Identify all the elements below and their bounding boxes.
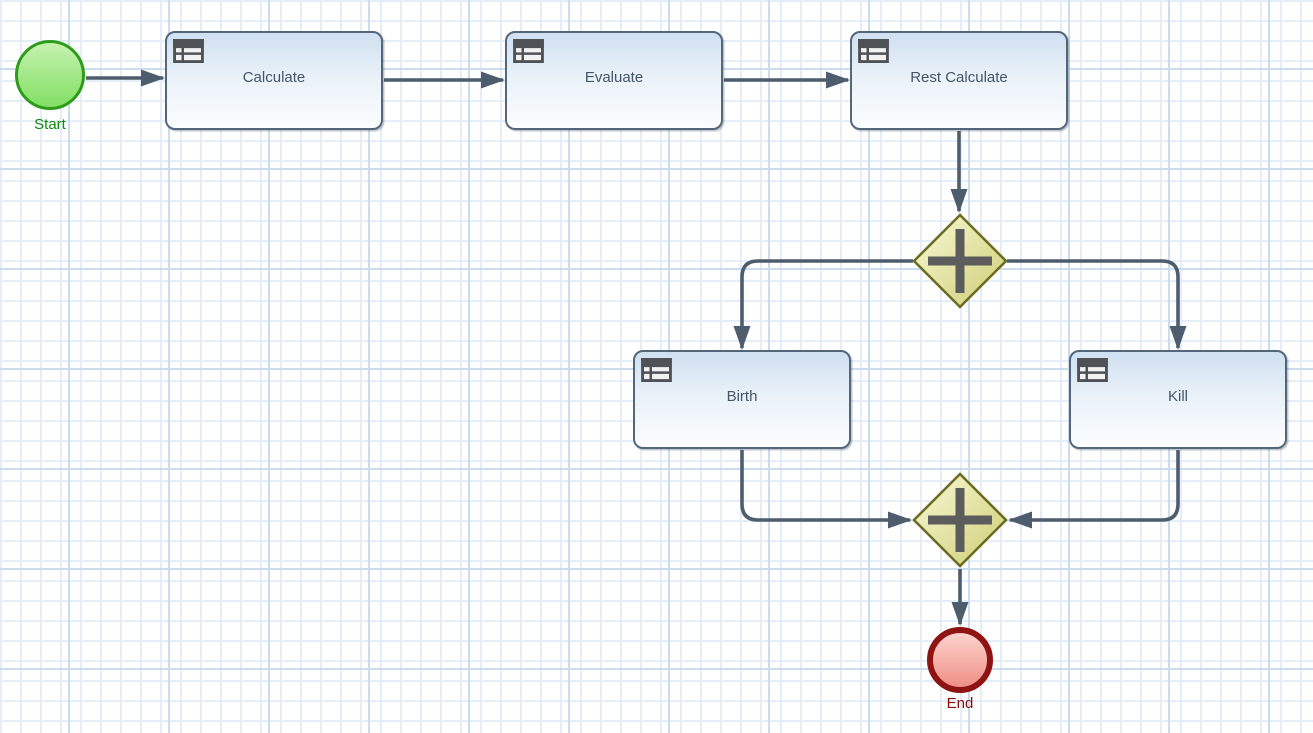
connector-gatewaysplit-birth[interactable] (733, 259, 913, 350)
task-evaluate[interactable]: Evaluate (505, 31, 723, 130)
end-event-circle[interactable] (927, 627, 993, 693)
task-rest-calculate[interactable]: Rest Calculate (850, 31, 1068, 130)
business-rule-table-icon (173, 39, 204, 63)
connector-gatewaysplit-kill[interactable] (1007, 259, 1187, 350)
task-label: Rest Calculate (910, 69, 1008, 86)
task-label: Birth (726, 388, 758, 405)
end-event[interactable] (927, 627, 993, 693)
business-rule-table-icon (1077, 358, 1108, 382)
connector-kill-gatewayjoin[interactable] (1008, 450, 1180, 529)
task-birth[interactable]: Birth (633, 350, 851, 449)
start-event-label: Start (34, 116, 66, 133)
task-label: Calculate (242, 69, 306, 86)
start-event[interactable] (15, 40, 85, 110)
parallel-gateway-join[interactable] (912, 472, 1008, 568)
end-event-label: End (946, 695, 974, 712)
task-label: Evaluate (584, 69, 644, 86)
business-rule-table-icon (858, 39, 889, 63)
task-calculate[interactable]: Calculate (165, 31, 383, 130)
business-rule-table-icon (513, 39, 544, 63)
start-event-circle[interactable] (15, 40, 85, 110)
parallel-gateway-split[interactable] (912, 213, 1008, 309)
task-label: Kill (1167, 388, 1188, 405)
business-rule-table-icon (641, 358, 672, 382)
task-kill[interactable]: Kill (1069, 350, 1287, 449)
connector-birth-gatewayjoin[interactable] (740, 450, 912, 529)
